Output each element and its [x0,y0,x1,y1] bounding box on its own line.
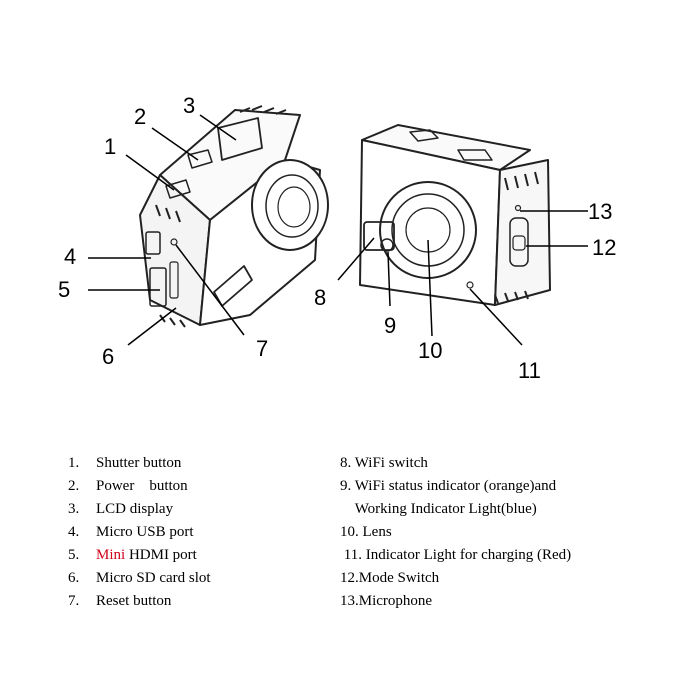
callout-4: 4 [64,244,76,269]
legend-item-2: 2.Power button [68,478,188,494]
legend-item-8: 8. WiFi switch [340,455,428,471]
legend-item-12: 12.Mode Switch [340,570,440,586]
callout-6: 6 [102,344,114,369]
legend-item-6: 6.Micro SD card slot [68,570,211,586]
legend-item-4: 4.Micro USB port [68,524,194,540]
callout-7: 7 [256,336,268,361]
callout-2: 2 [134,104,146,129]
right-camera-drawing [359,124,551,306]
callout-11: 11 [518,358,541,383]
callout-3: 3 [183,93,195,118]
callout-8: 8 [314,285,326,310]
legend-item-7: 7.Reset button [68,593,172,609]
left-camera-drawing [139,105,329,328]
callout-12: 12 [592,235,616,260]
legend-item-9-continued: Working Indicator Light(blue) [340,501,537,517]
callout-5: 5 [58,277,70,302]
callout-numbers: 1 2 3 4 5 6 7 8 9 10 11 12 13 [58,93,616,383]
legend-item-11: 11. Indicator Light for charging (Red) [340,547,572,563]
callout-13: 13 [588,199,612,224]
mini-accent-text: Mini [96,547,126,563]
callout-9: 9 [384,313,396,338]
callout-1: 1 [104,134,116,159]
callout-10: 10 [418,338,442,363]
legend-item-10: 10. Lens [340,524,392,540]
legend-item-9: 9. WiFi status indicator (orange)and [340,478,557,494]
legend-item-1: 1.Shutter button [68,455,182,471]
camera-diagram: 1 2 3 4 5 6 7 8 9 10 11 12 13 [58,93,616,383]
leader-lines [88,114,588,346]
legend-item-5: 5.Mini HDMI port [68,547,197,563]
legend-item-3: 3.LCD display [68,501,174,517]
legend-right: 8. WiFi switch 9. WiFi status indicator … [340,452,571,613]
legend-left: 1.Shutter button 2.Power button 3.LCD di… [68,452,211,613]
legend-item-13: 13.Microphone [340,593,433,609]
